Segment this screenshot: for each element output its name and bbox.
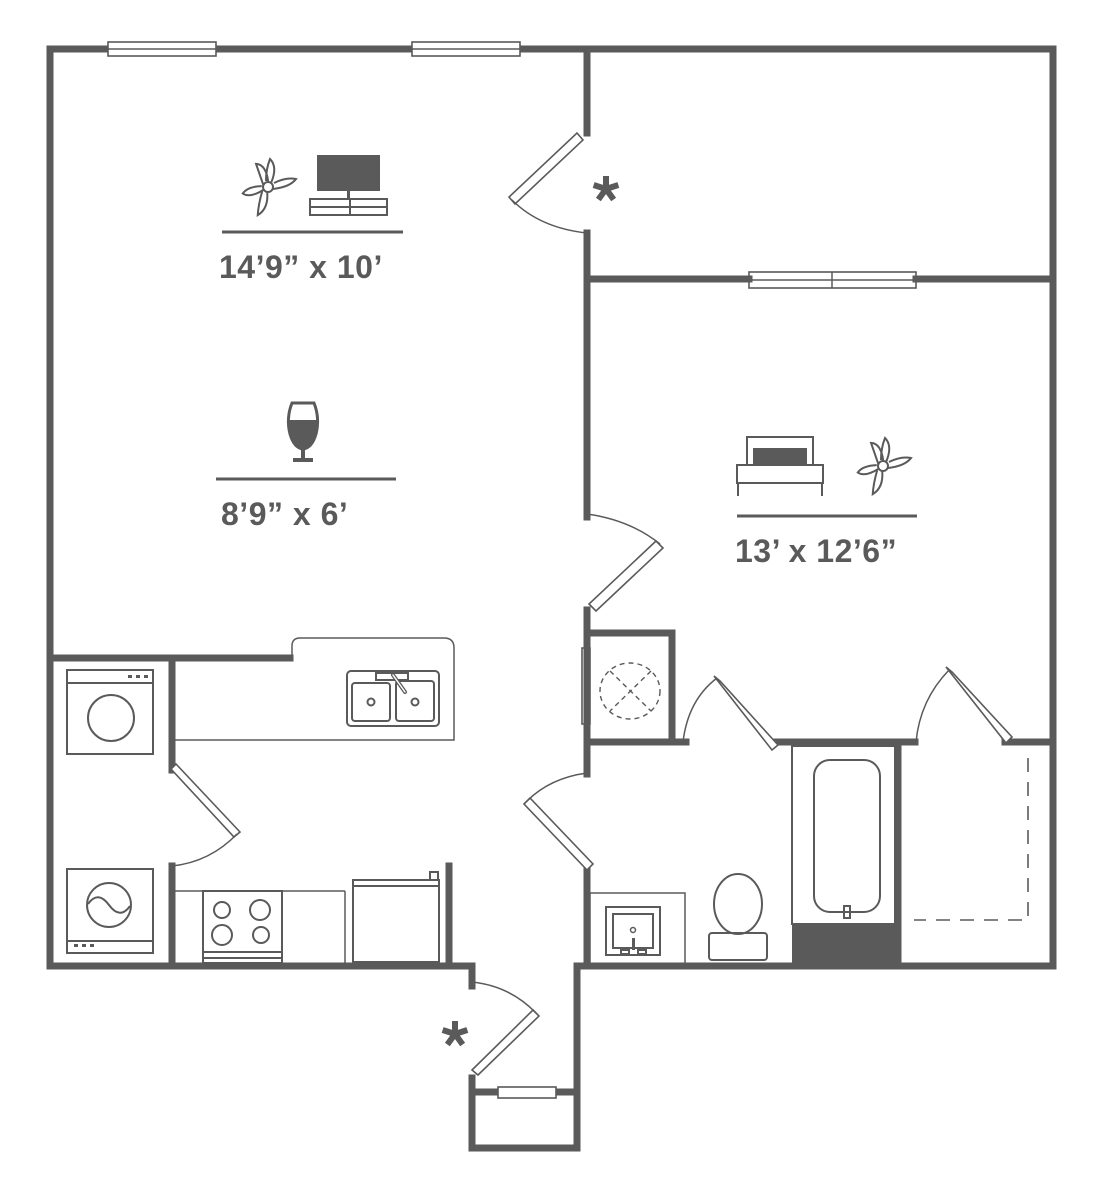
door-entry [470,981,541,1077]
door-bedroom [586,513,665,613]
dryer-icon [66,868,154,954]
vanity-sink-icon [605,906,661,956]
door-storage-top [507,131,588,234]
door-bathroom [522,772,595,872]
asterisk-icon [441,1021,469,1047]
living-room-dimensions: 14’9” x 10’ [219,249,383,285]
tv-stand-icon [309,155,388,216]
double-sink-icon [346,670,440,727]
door-laundry [169,762,242,867]
bed-icon [736,436,824,496]
ceiling-fan-icon [241,157,298,218]
windows [107,41,917,1099]
door-bath-from-bedroom [682,675,780,752]
closet-shelf [914,758,1029,921]
bathtub-icon [791,745,899,966]
bedroom-dimensions: 13’ x 12’6” [735,533,898,569]
door-closet [915,666,1014,745]
window-entry [497,1086,557,1099]
refrigerator-icon [352,871,440,963]
dining-area-dimensions: 8’9” x 6’ [221,496,349,532]
doors [169,131,1014,1077]
kitchen-island [172,637,455,741]
kitchen [172,637,455,966]
washer-icon [66,669,154,755]
laundry [66,669,154,954]
exterior-walls [46,45,1057,1152]
bathroom [589,745,899,967]
vanity-counter [589,892,686,967]
asterisk-icon [592,176,620,202]
ceiling-fan-icon [856,436,913,497]
range-icon [202,890,283,964]
toilet-icon [708,873,768,961]
water-heater-icon [599,662,661,720]
wine-glass-icon [286,401,320,462]
